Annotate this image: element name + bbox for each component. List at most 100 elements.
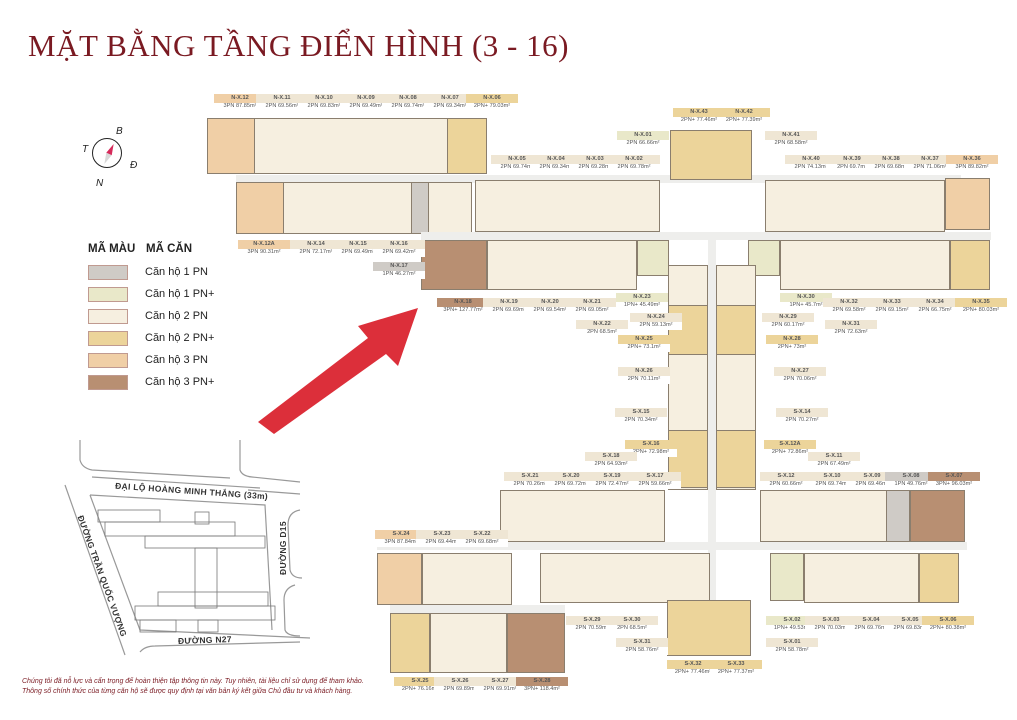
legend-swatch-2pn-plus [88,331,128,346]
compass-label-south: N [96,178,104,189]
legend-item: Căn hộ 2 PN+ [88,331,248,347]
legend-label: Căn hộ 2 PN+ [145,332,215,344]
site-map-lines [64,440,311,656]
legend-item: Căn hộ 2 PN [88,309,248,325]
unit-s-x-02-plan [770,553,804,601]
unit-n-x-18-plan [421,240,487,290]
legend-item: Căn hộ 3 PN+ [88,375,248,391]
compass-needle-south [101,152,112,166]
legend-swatch-3pn-plus [88,375,128,390]
legend-type-header: MÃ CĂN [146,243,192,255]
road-label-n27: ĐƯỜNG N27 [177,634,233,646]
north-lower-west [487,240,637,290]
legend-item: Căn hộ 1 PN [88,265,248,281]
south-lower-west [422,553,512,605]
red-arrow-icon [258,308,418,434]
south-lower-east [804,553,919,603]
north-corridor [236,175,961,183]
north-lower-east [780,240,950,290]
unit-s-x-28-plan [507,613,565,673]
south-upper-west [500,490,665,542]
site-location-map: ĐẠI LỘ HOÀNG MINH THẮNG (33m) ĐƯỜNG TRẦN… [40,430,350,660]
unit-n-x-06-plan [447,118,487,174]
